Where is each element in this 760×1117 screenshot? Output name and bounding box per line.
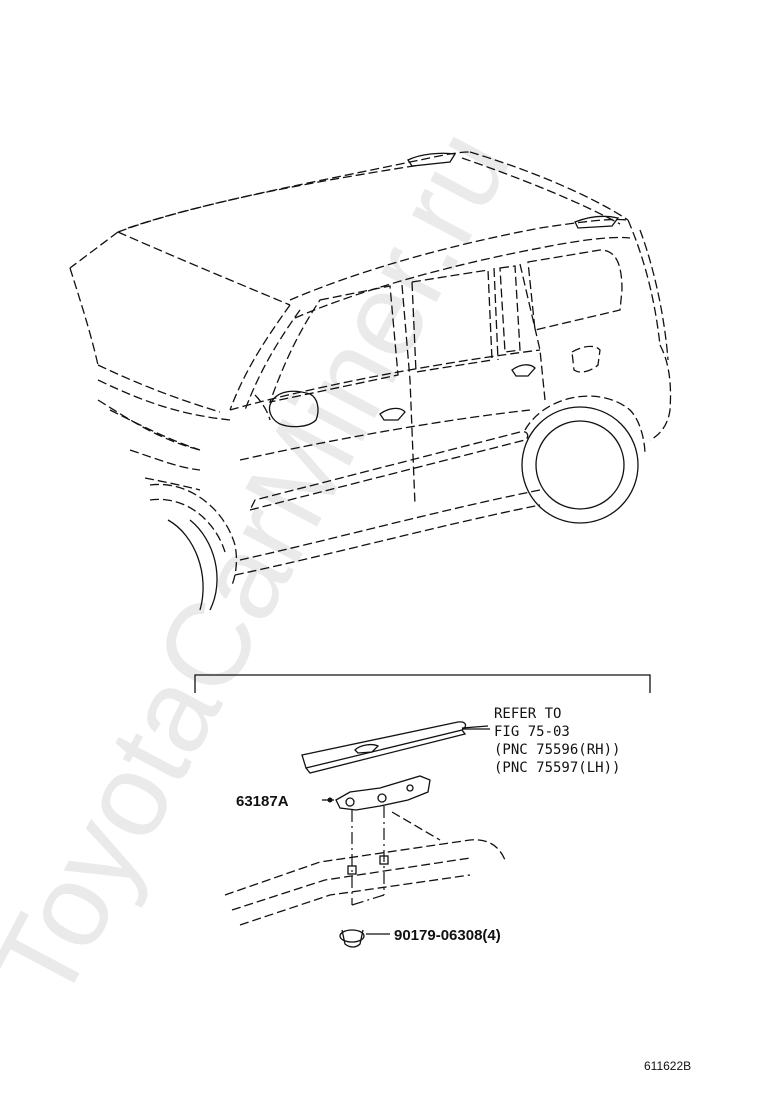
part-label-63187A: 63187A: [236, 793, 289, 810]
figure-code: 611622B: [644, 1059, 691, 1073]
roof-rail-section: [224, 806, 506, 926]
bracket-63187A: [322, 775, 431, 811]
detail-frame: [194, 674, 651, 693]
part-label-90179-06308: 90179-06308(4): [394, 927, 501, 944]
roof-garnish: [301, 721, 489, 774]
refer-to-line2: FIG 75-03: [494, 724, 570, 740]
refer-to-line3: (PNC 75596(RH)): [494, 742, 620, 758]
clip-90179-06308: [339, 929, 390, 948]
refer-to-line1: REFER TO: [494, 706, 561, 722]
vehicle-outline: [69, 151, 672, 611]
refer-to-line4: (PNC 75597(LH)): [494, 760, 620, 776]
